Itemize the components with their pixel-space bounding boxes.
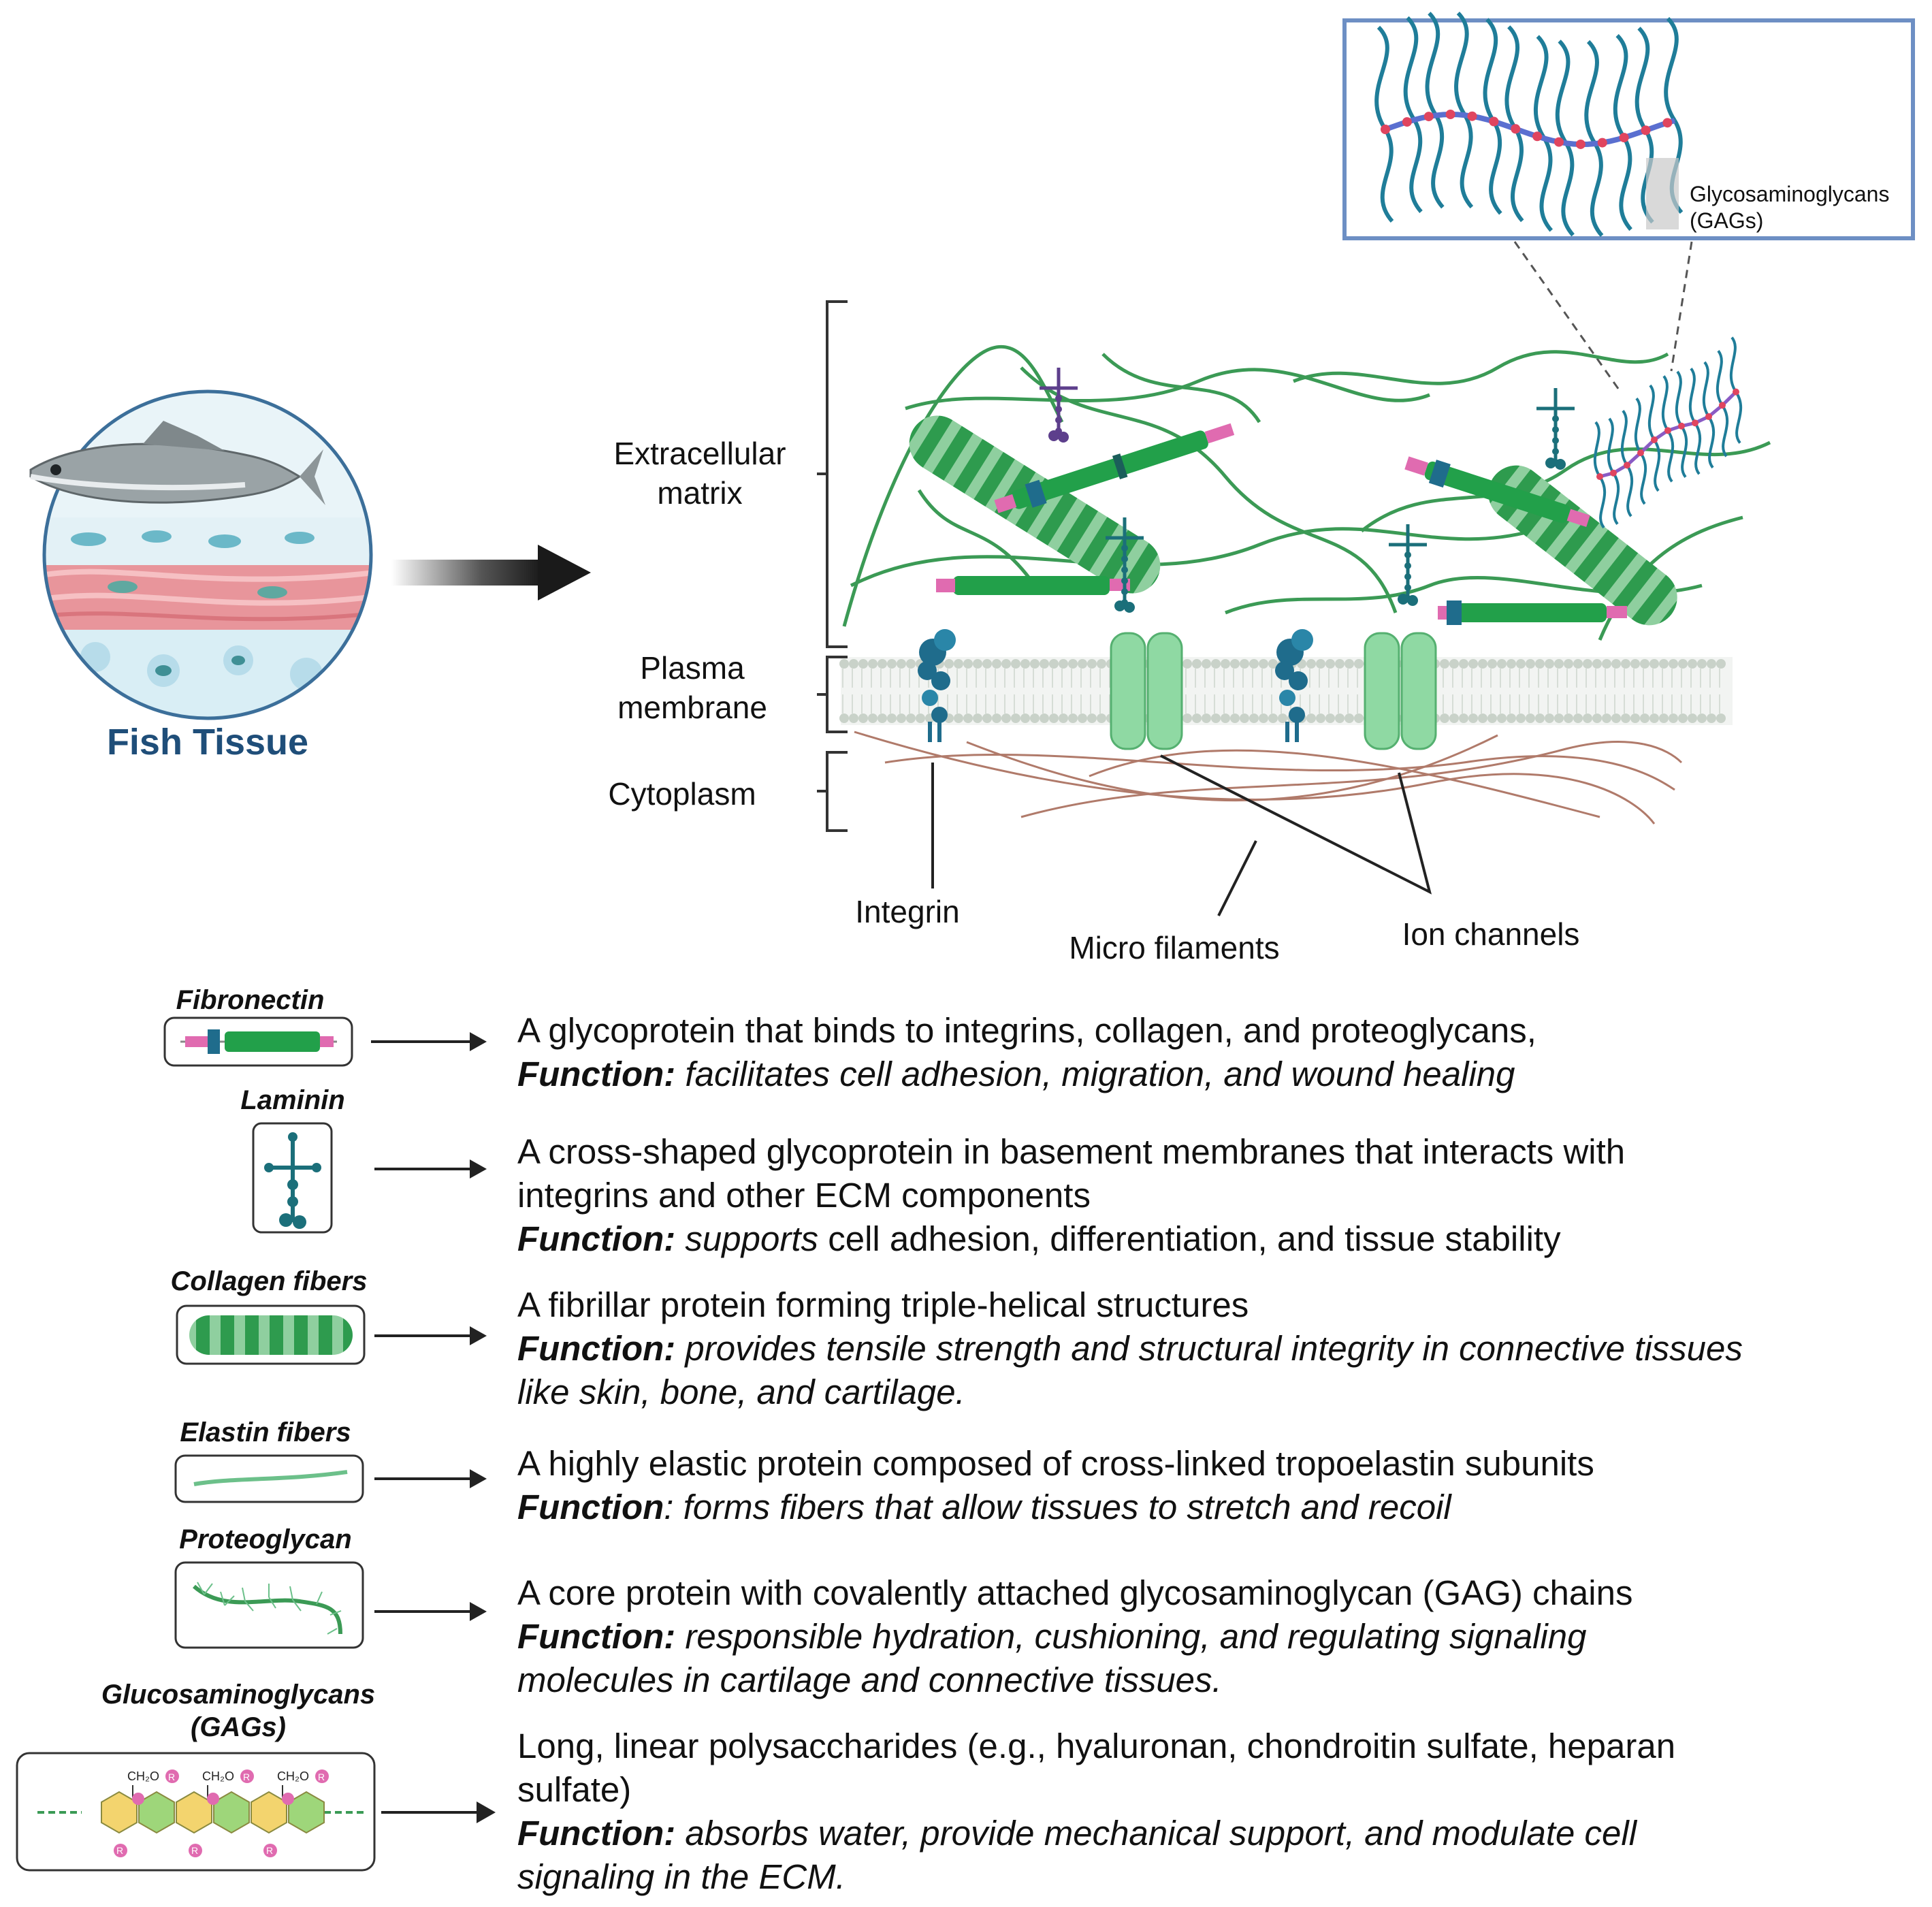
integrin-protein: [1275, 629, 1313, 742]
callout-integrin: Integrin: [855, 894, 959, 929]
gags-inset: Glycosaminoglycans (GAGs): [1342, 12, 1915, 392]
fibronectin-molecule: [936, 576, 1130, 595]
legend-title-proteoglycan: Proteoglycan: [179, 1524, 352, 1554]
layer-brackets: [817, 300, 848, 832]
inset-highlight: [1646, 158, 1679, 229]
svg-text:CH₂O: CH₂O: [277, 1769, 309, 1783]
svg-text:matrix: matrix: [657, 475, 742, 511]
fish-icon: [29, 421, 325, 505]
elastin-fibers: [842, 344, 1771, 641]
callout-micro-filaments: Micro filaments: [1069, 930, 1279, 965]
svg-text:R: R: [168, 1772, 175, 1782]
legend-desc-elastin: A highly elastic protein composed of cro…: [517, 1444, 1594, 1526]
svg-text:Cytoplasm: Cytoplasm: [608, 776, 756, 812]
legend-desc-gags: Long, linear polysaccharides (e.g., hyal…: [517, 1727, 1676, 1896]
legend-title-laminin: Laminin: [240, 1085, 345, 1115]
tissue-layers: [44, 517, 371, 718]
callout-lines: [931, 754, 1432, 916]
collagen-fibers-icon: [176, 1304, 366, 1365]
legend-desc-collagen: A fibrillar protein forming triple-helic…: [517, 1285, 1743, 1411]
inset-label-line2: (GAGs): [1690, 208, 1763, 233]
elastin-fibers-icon: [174, 1454, 364, 1503]
legend-desc-proteoglycan: A core protein with covalently attached …: [517, 1573, 1633, 1699]
svg-text:Extracellular: Extracellular: [613, 436, 786, 471]
gag-sugar-chain: CH₂O R R CH₂O R R CH₂O R R: [101, 1769, 329, 1857]
legend-title-gags: Glucosaminoglycans (GAGs): [101, 1680, 376, 1742]
gags-icon: CH₂O R R CH₂O R R CH₂O R R: [16, 1752, 376, 1872]
layer-label-membrane: Plasma membrane: [617, 650, 767, 725]
svg-text:R: R: [191, 1845, 198, 1856]
fibronectin-molecule: [994, 423, 1235, 513]
fish-tissue-title: Fish Tissue: [107, 722, 308, 763]
svg-text:R: R: [266, 1845, 273, 1856]
svg-text:CH₂O: CH₂O: [202, 1769, 234, 1783]
fibronectin-molecule: [1404, 456, 1590, 527]
callout-ion-channels: Ion channels: [1402, 916, 1580, 952]
fish-tissue-panel: Fish Tissue: [29, 389, 373, 763]
svg-text:R: R: [116, 1845, 123, 1856]
ion-channel: [1110, 632, 1183, 750]
integrin-protein: [918, 629, 956, 742]
legend-desc-laminin: A cross-shaped glycoprotein in basement …: [517, 1132, 1626, 1258]
layer-label-ecm: Extracellular matrix: [613, 436, 786, 511]
ecm-region: [842, 336, 1771, 641]
legend-title-fibronectin: Fibronectin: [176, 985, 325, 1015]
proteoglycan-icon: [174, 1561, 364, 1649]
laminin-icon: [252, 1122, 333, 1234]
laminin-molecules: [1040, 368, 1575, 613]
fibronectin-icon: [163, 1016, 353, 1067]
transition-arrow: [391, 545, 591, 600]
legend-title-collagen: Collagen fibers: [170, 1266, 368, 1296]
legend-title-elastin: Elastin fibers: [180, 1417, 351, 1447]
inset-label-line1: Glycosaminoglycans: [1690, 182, 1889, 206]
inset-gag-chains: [1374, 12, 1684, 238]
svg-text:R: R: [318, 1772, 325, 1782]
svg-text:Plasma: Plasma: [640, 650, 745, 686]
micro-filaments: [854, 731, 1683, 824]
ion-channel: [1364, 632, 1437, 750]
svg-text:CH₂O: CH₂O: [127, 1769, 159, 1783]
legend-desc-fibronectin: A glycoprotein that binds to integrins, …: [517, 1011, 1536, 1093]
svg-text:membrane: membrane: [617, 690, 767, 725]
svg-text:R: R: [243, 1772, 250, 1782]
ecm-gag-cluster: [1593, 336, 1743, 529]
fibronectin-molecule: [1438, 600, 1627, 625]
layer-label-cytoplasm: Cytoplasm: [608, 776, 756, 812]
